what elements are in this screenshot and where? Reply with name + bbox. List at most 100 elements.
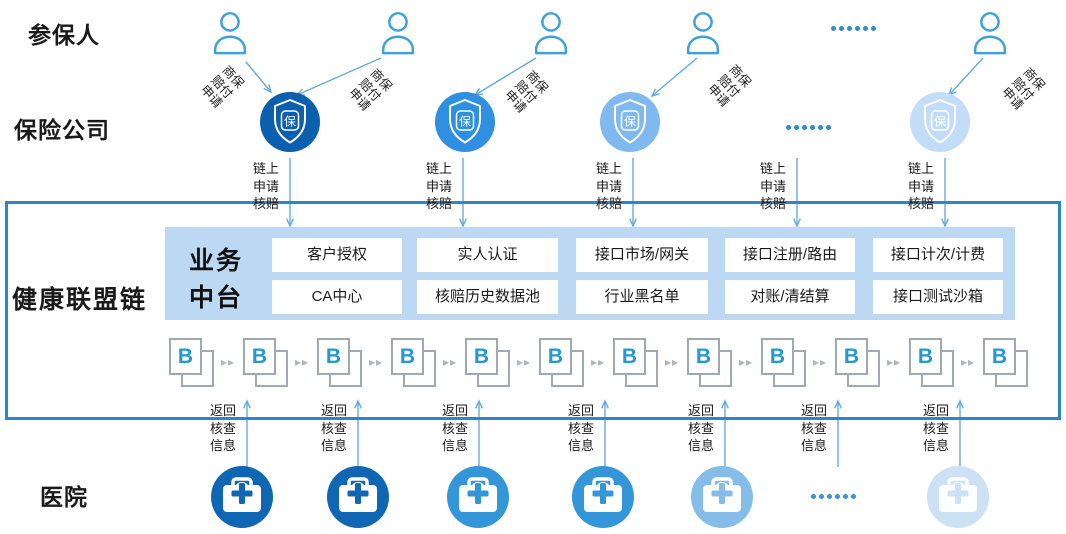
label-line: 信息 [801,438,828,453]
insured-row-label: 参保人 [28,22,100,48]
block-letter-B: B [251,345,268,368]
block-front-square: B [909,338,942,375]
return-info-label: 返回核查信息 [801,402,827,455]
hospital-badge [447,466,509,528]
first-aid-kit-icon [339,477,377,512]
platform-title-line: 业务 [188,247,243,275]
alliance-chain-row-label: 健康联盟链 [12,286,148,314]
label-line: 核查 [688,420,715,436]
shield-icon: 保 [924,99,956,144]
block-front-square: B [613,338,646,375]
onchain-claim-label: 链上申请核赔 [908,160,934,213]
block-front-square: B [983,338,1016,375]
block-front-square: B [317,338,350,375]
insurer-shield-badge: 保 [260,92,320,152]
insurer-shield-badge: 保 [910,92,970,152]
svg-text:保: 保 [624,115,636,129]
hospital-badge [927,466,989,528]
block-letter-B: B [695,345,712,368]
block-letter-B: B [547,345,564,368]
person-icon [973,12,1007,55]
block-connector-arrows: ▸▸ [664,355,680,369]
service-box: 核赔历史数据池 [417,280,558,314]
block-letter-B: B [621,345,638,368]
block-connector-arrows: ▸▸ [590,355,606,369]
block-connector-arrows: ▸▸ [220,355,236,369]
service-box: 接口注册/路由 [725,238,855,272]
block-letter-B: B [769,345,786,368]
label-line: 返回 [442,403,469,418]
hospital-badge [691,466,753,528]
block-letter-B: B [399,345,416,368]
block-front-square: B [169,338,202,375]
onchain-claim-label: 链上申请核赔 [253,160,279,213]
return-info-label: 返回核查信息 [568,402,594,455]
service-box: CA中心 [272,280,402,314]
insurer-row-label: 保险公司 [14,117,110,143]
dot [811,494,816,499]
dot [826,125,831,130]
label-line: 信息 [923,438,950,453]
label-line: 核查 [210,420,237,436]
dot [847,26,852,31]
label-line: 返回 [321,403,348,418]
block-letter-B: B [325,345,342,368]
label-line: 链上 [760,161,787,176]
shield-icon: 保 [274,99,306,144]
return-info-label: 返回核查信息 [688,402,714,455]
onchain-claim-label: 链上申请核赔 [596,160,622,213]
label-line: 核赔 [596,196,623,211]
svg-text:保: 保 [284,115,296,129]
service-box: 实人认证 [417,238,558,272]
onchain-claim-label: 链上申请核赔 [760,160,786,213]
dot [831,26,836,31]
label-line: 返回 [210,403,237,418]
block-front-square: B [687,338,720,375]
label-line: 申请 [760,178,787,194]
label-line: 信息 [442,438,469,453]
service-box: 客户授权 [272,238,402,272]
block-front-square: B [391,338,424,375]
dot [818,125,823,130]
svg-text:保: 保 [934,115,946,129]
platform-title-line: 中台 [188,284,243,312]
label-line: 返回 [801,403,828,418]
block-letter-B: B [843,345,860,368]
block-connector-arrows: ▸▸ [368,355,384,369]
label-line: 申请 [426,178,453,194]
insured-person [207,9,253,55]
label-line: 核赔 [760,196,787,211]
block-letter-B: B [917,345,934,368]
first-aid-kit-icon [703,477,741,512]
dot [827,494,832,499]
alliance-chain-border-box [5,201,1061,420]
label-line: 链上 [426,161,453,176]
dot [794,125,799,130]
shield-icon: 保 [614,99,646,144]
hospital-badge [572,466,634,528]
hospital-row-label: 医院 [40,484,88,510]
block-letter-B: B [177,345,194,368]
label-line: 信息 [210,438,237,453]
insured-person [967,9,1013,55]
service-box: 接口测试沙箱 [873,280,1003,314]
insurer-shield-badge: 保 [600,92,660,152]
label-line: 返回 [568,403,595,418]
first-aid-kit-icon [223,477,261,512]
block-front-square: B [761,338,794,375]
dot [839,26,844,31]
label-line: 信息 [321,438,348,453]
dot [863,26,868,31]
insured-person [528,9,574,55]
block-front-square: B [465,338,498,375]
service-box: 接口市场/网关 [576,238,708,272]
insured-ellipsis-dots [831,26,879,31]
block-connector-arrows: ▸▸ [960,355,976,369]
onchain-claim-label: 链上申请核赔 [426,160,452,213]
label-line: 核查 [923,420,950,436]
person-icon [686,12,720,55]
service-box: 对账/清结算 [725,280,855,314]
label-line: 申请 [908,178,935,194]
label-line: 申请 [253,178,280,194]
